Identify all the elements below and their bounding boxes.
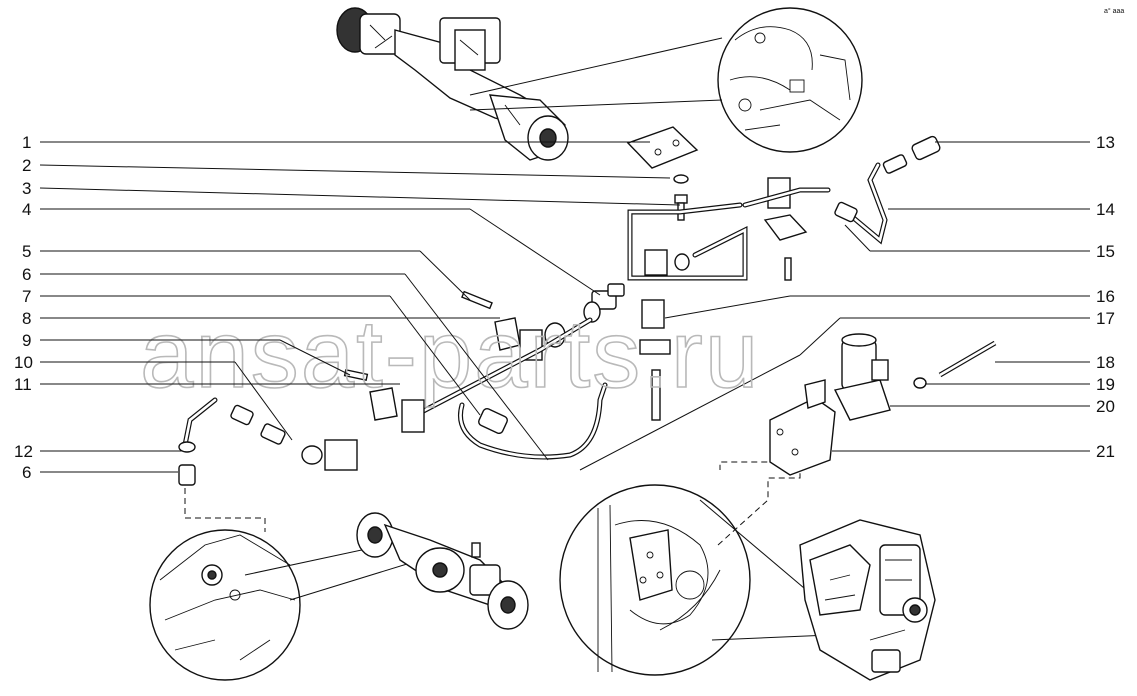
callout-20: 20 (1096, 397, 1115, 416)
callout-15: 15 (1096, 242, 1115, 261)
clamp-block (644, 249, 668, 276)
watermark-text: ansat-parts.ru (140, 301, 760, 408)
part-15-union (834, 201, 858, 223)
callout-14: 14 (1096, 200, 1115, 219)
callout-7: 7 (22, 287, 31, 306)
part-11-clamp-block (301, 439, 358, 471)
callout-21: 21 (1096, 442, 1115, 461)
callout-18: 18 (1096, 353, 1115, 372)
part-3-bolt (674, 194, 688, 221)
part-1-bracket-plate (626, 126, 699, 169)
leader-lines (39, 141, 1090, 473)
pipe-end-fitting (674, 253, 690, 271)
part-4-tee-fitting (583, 283, 625, 323)
part-16-clamp (639, 299, 671, 355)
corner-code: a° aaa (1104, 7, 1124, 15)
part-13-fitting (882, 135, 941, 174)
detail-circle-top (469, 7, 863, 153)
callout-6: 6 (22, 265, 31, 284)
callout-4: 4 (22, 200, 31, 219)
bottom-axle-illustration (356, 512, 529, 630)
part-2-washer (673, 174, 689, 184)
clamp-block-upper (742, 177, 831, 281)
part-12-end (178, 441, 196, 453)
transmission-illustration (799, 519, 936, 681)
callout-5: 5 (22, 242, 31, 261)
part-17-bolt (651, 369, 661, 421)
part-10-nut (230, 404, 286, 445)
callout-19: 19 (1096, 375, 1115, 394)
callout-6-lower: 6 (22, 463, 31, 482)
part-6-fitting-lower (178, 464, 196, 486)
part-19-washer (913, 377, 927, 389)
callout-17: 17 (1096, 309, 1115, 328)
part-8-clamp-plate (494, 317, 566, 361)
callout-9: 9 (22, 331, 31, 350)
part-20-solenoid (833, 333, 891, 421)
part-5-bolt (461, 290, 493, 310)
callouts-left: 1 2 3 4 5 6 7 8 9 10 11 12 6 (14, 133, 33, 482)
top-axle-illustration (336, 7, 569, 161)
callout-10: 10 (14, 353, 33, 372)
callout-1: 1 (22, 133, 31, 152)
part-9-bolt (343, 368, 425, 433)
callout-3: 3 (22, 179, 31, 198)
detail-circle-bottom-left (149, 488, 421, 681)
callout-8: 8 (22, 309, 31, 328)
callout-16: 16 (1096, 287, 1115, 306)
part-18-long-bolt (938, 340, 997, 378)
callout-2: 2 (22, 156, 31, 175)
detail-circle-bottom-right (559, 461, 831, 676)
callouts-right: 13 14 15 16 17 18 19 20 21 (1096, 133, 1115, 461)
callout-13: 13 (1096, 133, 1115, 152)
part-21-valve-block (769, 379, 836, 476)
callout-11: 11 (14, 375, 32, 394)
callout-12: 12 (14, 442, 33, 461)
hose-fitting (478, 407, 508, 435)
